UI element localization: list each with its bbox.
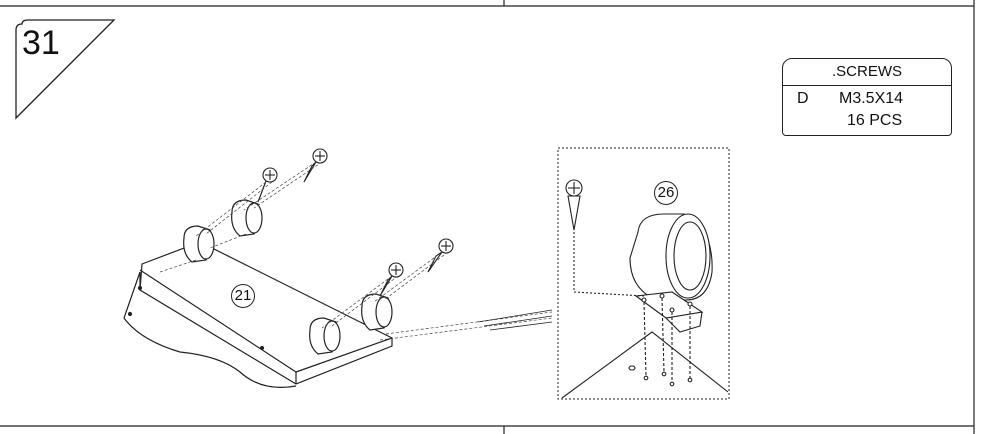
part-label-26: 26 (654, 181, 678, 205)
guide-lines (159, 161, 553, 341)
screw-quantity: 16 PCS (847, 112, 903, 129)
screw-letter: D (797, 90, 809, 107)
screw-legend-header: .SCREWS (783, 59, 951, 86)
inset-drawing (561, 179, 729, 399)
pointer-lines (477, 309, 553, 331)
screw-legend: .SCREWS D M3.5X14 16 PCS (782, 58, 952, 136)
step-badge (15, 19, 116, 120)
panel-21 (123, 241, 393, 388)
screw-icon (257, 148, 454, 297)
step-number: 31 (22, 24, 60, 62)
caster-wheel-icon (183, 199, 393, 355)
screw-size: M3.5X14 (839, 90, 904, 107)
part-label-21: 21 (231, 284, 255, 308)
